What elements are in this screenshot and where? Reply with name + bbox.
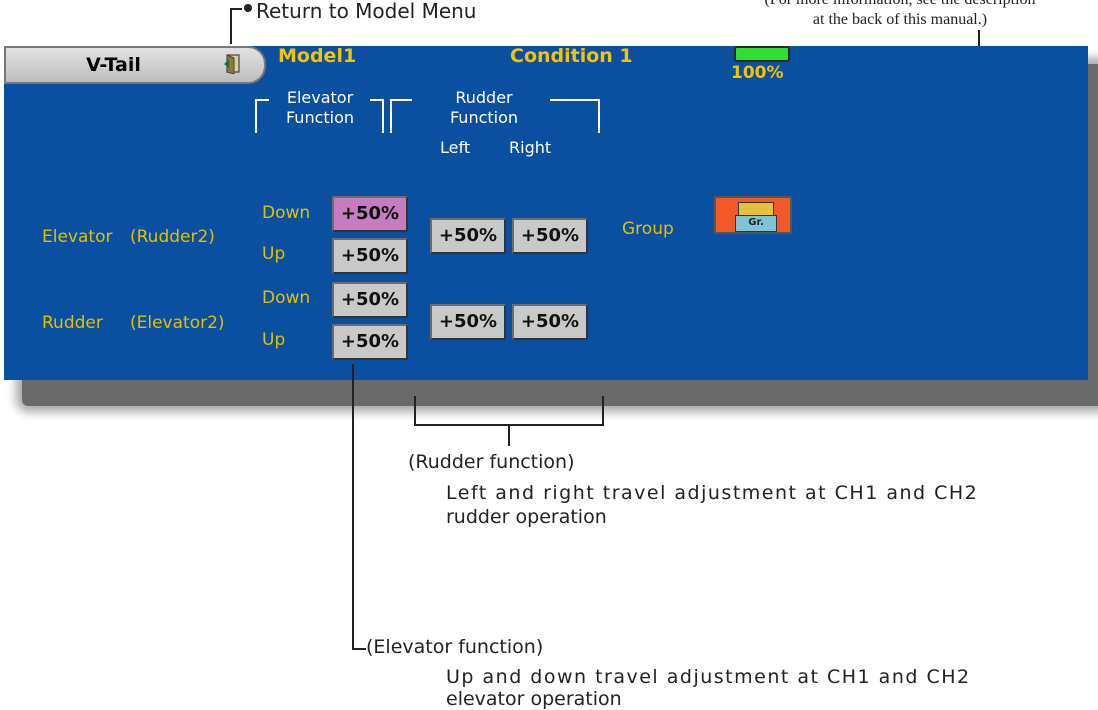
screen-title-tab: V-Tail	[4, 46, 266, 84]
return-menu-bullet	[244, 4, 252, 12]
rudder-annotation-bracket-right	[602, 396, 604, 426]
rudder-annotation-bracket-left	[414, 396, 416, 426]
return-menu-annotation: Return to Model Menu	[256, 0, 477, 23]
elevator-annotation-leader-vertical	[352, 364, 354, 650]
rudder-function-annotation-line2: rudder operation	[446, 506, 607, 528]
rudder-bracket-left	[390, 99, 392, 133]
elevator-row-sublabel: (Rudder2)	[130, 227, 215, 247]
elevator-column-title: Elevator	[286, 88, 354, 107]
elevator-bracket-right	[382, 99, 384, 133]
elevator-up-label: Up	[262, 244, 286, 264]
elevator-bracket-right-top	[370, 99, 384, 101]
rudder-up-button[interactable]: +50%	[332, 324, 408, 360]
elevator-annotation-leader-horizontal	[352, 648, 366, 650]
rudder-down-label: Down	[262, 288, 311, 308]
rudder-right-button[interactable]: +50%	[512, 304, 588, 340]
rudder-row-sublabel: (Elevator2)	[130, 313, 225, 333]
elevator-right-button[interactable]: +50%	[512, 218, 588, 254]
elevator-down-label: Down	[262, 203, 311, 223]
rudder-bracket-right	[598, 99, 600, 133]
elevator-function-annotation-line2: elevator operation	[446, 688, 622, 710]
rudder-column-subtitle: Function	[449, 108, 519, 127]
rudder-function-annotation-line1: Left and right travel adjustment at CH1 …	[446, 482, 979, 504]
model-name: Model1	[278, 46, 357, 67]
screen-title: V-Tail	[86, 54, 141, 76]
rudder-bracket-left-top	[390, 99, 412, 101]
v-tail-screen: Model1 Condition 1 100% Elevator Functio…	[4, 46, 1088, 380]
more-info-annotation-line2: at the back of this manual.)	[812, 11, 988, 28]
left-column-label: Left	[440, 138, 471, 157]
elevator-bracket-left	[255, 99, 257, 133]
rudder-function-annotation-title: (Rudder function)	[408, 451, 575, 473]
rudder-down-button[interactable]: +50%	[332, 282, 408, 318]
group-label: Group	[622, 219, 674, 239]
elevator-function-annotation-line1: Up and down travel adjustment at CH1 and…	[446, 666, 971, 688]
return-door-icon[interactable]	[224, 54, 242, 75]
return-menu-leader-horizontal	[230, 8, 242, 10]
rudder-up-label: Up	[262, 330, 286, 350]
battery-level: 100%	[731, 63, 784, 83]
rudder-bracket-right-top	[550, 99, 600, 101]
group-button[interactable]: Gr.	[714, 196, 792, 234]
rudder-row-label: Rudder	[42, 313, 103, 333]
elevator-function-annotation-title: (Elevator function)	[366, 636, 544, 658]
elevator-left-button[interactable]: +50%	[430, 218, 506, 254]
elevator-row-label: Elevator	[42, 227, 113, 247]
group-button-label: Gr.	[735, 215, 777, 232]
rudder-left-button[interactable]: +50%	[430, 304, 506, 340]
right-column-label: Right	[509, 138, 552, 157]
elevator-bracket-left-top	[255, 99, 269, 101]
rudder-annotation-leader	[508, 424, 510, 446]
condition-name: Condition 1	[510, 46, 633, 67]
elevator-down-button[interactable]: +50%	[332, 196, 408, 232]
elevator-up-button[interactable]: +50%	[332, 238, 408, 274]
return-menu-leader-vertical	[230, 8, 232, 44]
battery-icon	[734, 46, 790, 62]
more-info-annotation-line1: (For more information, see the descripti…	[700, 0, 1098, 9]
elevator-column-subtitle: Function	[285, 108, 355, 127]
rudder-column-title: Rudder	[455, 88, 513, 107]
